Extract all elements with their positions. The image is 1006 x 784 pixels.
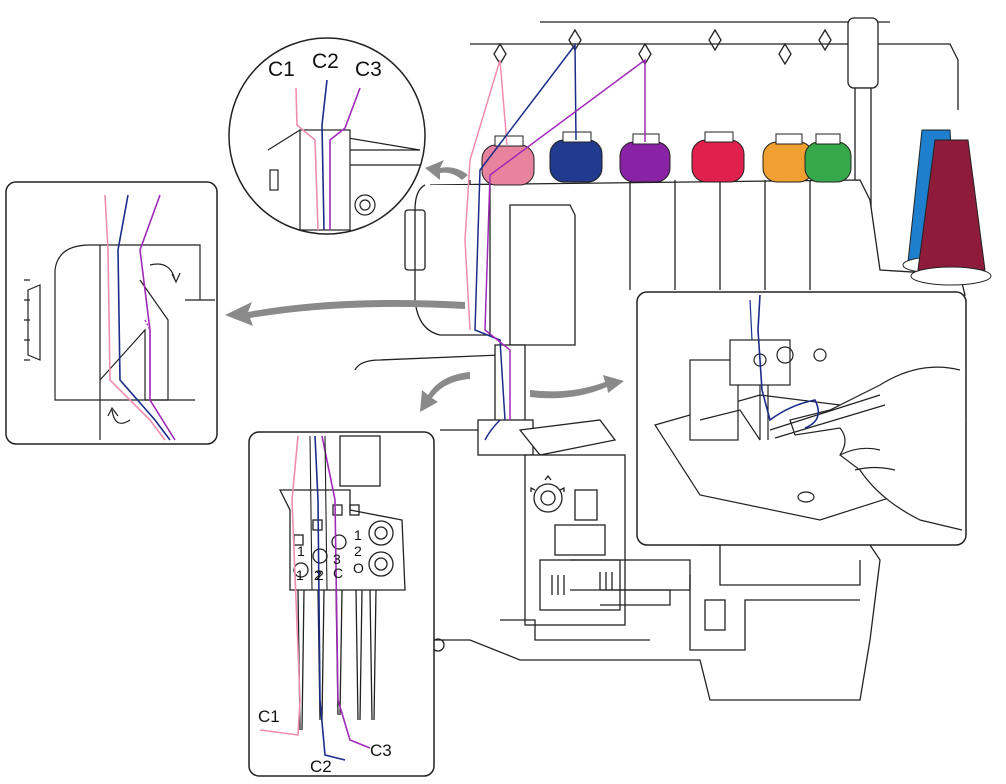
zoom-left-thread-c1: [104, 194, 166, 441]
needle-side-letter-o: O: [353, 560, 364, 576]
machine-left-side: [414, 184, 491, 336]
thread-stand-bar: [470, 21, 959, 110]
zoom-top-thread-c2: [321, 79, 328, 231]
arrow-to-left-callout-icon: [225, 299, 465, 326]
zoom-top-label-c1: C1: [268, 58, 295, 81]
spool-threads: [464, 42, 646, 441]
needle-row-digit-3: 3: [333, 551, 341, 567]
machine-body: [354, 17, 966, 701]
looper-mechanism: [524, 454, 626, 626]
zoom-top-callout: C1 C2 C3: [228, 37, 426, 235]
zoom-top-thread-c3: [329, 87, 361, 230]
red-spool: [691, 131, 745, 183]
arrow-to-needle-callout-icon: [420, 372, 470, 412]
zoom-right-callout: [636, 291, 967, 546]
thread-c3-main: [484, 58, 646, 420]
needle-thread-c3: [321, 435, 371, 749]
blue-spool: [549, 131, 603, 183]
needle-label-c2: C2: [310, 757, 332, 776]
needle-col-letter-1: 1: [296, 567, 304, 583]
needle-col-letter-2: 2: [314, 567, 322, 583]
tweezers-icon: [769, 394, 886, 439]
thread-c1-main: [464, 59, 508, 331]
arrow-to-top-callout-icon: [425, 160, 468, 180]
machine-lower-body: [354, 354, 501, 431]
needle-side-digit-1: 1: [354, 527, 362, 543]
zoom-needles-callout: 1 2 3 1 2 C 1 2 O C1 C2 C3: [248, 431, 435, 777]
zoom-top-label-c3: C3: [355, 58, 382, 81]
needle-label-c3: C3: [370, 741, 392, 760]
thread-c2-main: [474, 42, 577, 421]
thread-stand-pole: [847, 17, 879, 89]
zoom-left-callout: [5, 181, 218, 445]
needle-row-digit-2: 2: [316, 567, 324, 583]
rotation-arrow-icon: [111, 409, 131, 424]
needle-side-digit-2: 2: [354, 543, 362, 559]
zoom-left-thread-c2: [117, 194, 171, 441]
zoom-left-thread-c3: [139, 194, 176, 441]
needle-label-c1: C1: [258, 707, 280, 726]
needle-row-digit-1: 1: [297, 543, 305, 559]
needle-thread-c2: [314, 435, 346, 761]
zoom-top-label-c2: C2: [312, 50, 339, 73]
callout-arrows: [225, 160, 624, 412]
front-cover: [509, 204, 576, 346]
spools: [481, 129, 992, 286]
needle-col-letter-c: C: [333, 565, 343, 581]
green-spool: [804, 133, 852, 183]
pink-spool: [481, 135, 535, 186]
zoom-top-thread-c1: [295, 87, 319, 231]
maroon-cone: [910, 139, 992, 286]
purple-spool: [619, 133, 671, 183]
hand-thread-blue: [757, 294, 820, 429]
needle-thread-c1: [259, 435, 301, 736]
arrow-to-right-callout-icon: [530, 375, 624, 399]
thread-guides: [493, 28, 832, 66]
